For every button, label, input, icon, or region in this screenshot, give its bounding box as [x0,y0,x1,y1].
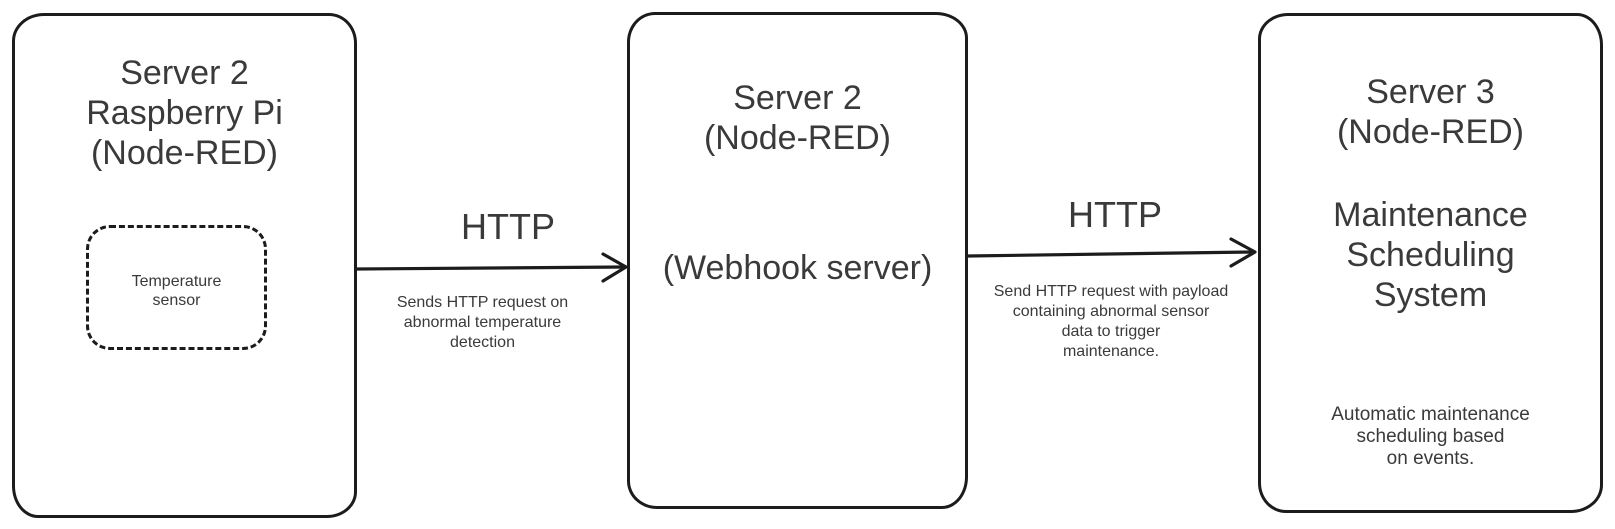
edge-description-line: detection [450,334,515,351]
node-server2-raspberry-pi: Server 2 Raspberry Pi (Node-RED) Tempera… [12,13,357,518]
edge-description-line: Send HTTP request with payload [993,283,1229,300]
edge1-protocol-label: HTTP [461,206,555,247]
sensor-label-line: Temperature [131,272,222,290]
node-server3-system-name: Maintenance Scheduling System [1261,195,1600,315]
arrow-webhook-to-maintenance [966,237,1257,268]
edge-description-line: data to trigger [1061,323,1161,340]
node-server3-title: Server 3 (Node-RED) [1261,72,1600,152]
sensor-label-line: sensor [152,291,201,309]
edge-description-line: maintenance. [1062,343,1160,360]
system-name-line: Maintenance [1333,196,1528,234]
edge1-description: Sends HTTP request on abnormal temperatu… [365,293,600,353]
node-title-line: (Node-RED) [90,134,279,172]
node-server2-webhook-subtitle: (Webhook server) [662,249,933,287]
node-title-line: Server 3 [1366,73,1495,111]
node-title-line: Server 2 [120,54,249,92]
temperature-sensor-box: Temperature sensor [86,225,267,350]
node-server3-maintenance: Server 3 (Node-RED) Maintenance Scheduli… [1258,13,1603,513]
node-server2-webhook: Server 2 (Node-RED) (Webhook server) [627,12,968,509]
node-title-line: (Node-RED) [1336,113,1525,151]
node-server2-webhook-title: Server 2 (Node-RED) [630,78,965,158]
arrow-pi-to-webhook [355,252,628,283]
edge2-description: Send HTTP request with payload containin… [974,282,1248,362]
edge2-protocol-label: HTTP [1068,194,1162,235]
edge-description-line: abnormal temperature [403,314,562,331]
temperature-sensor-label: Temperature sensor [132,266,222,310]
node-note-line: Automatic maintenance [1331,404,1530,425]
node-title-line: Server 2 [733,79,862,117]
node-server3-note: Automatic maintenance scheduling based o… [1261,404,1600,470]
node-title-line: Raspberry Pi [86,94,283,132]
edge-description-line: containing abnormal sensor [1012,303,1210,320]
system-name-line: System [1373,276,1488,314]
edge-description-line: Sends HTTP request on [396,294,569,311]
system-name-line: Scheduling [1346,236,1515,274]
node-note-line: scheduling based [1356,426,1505,447]
node-note-line: on events. [1386,448,1475,469]
node-title-line: (Node-RED) [703,119,892,157]
node-server2-pi-title: Server 2 Raspberry Pi (Node-RED) [15,53,354,173]
